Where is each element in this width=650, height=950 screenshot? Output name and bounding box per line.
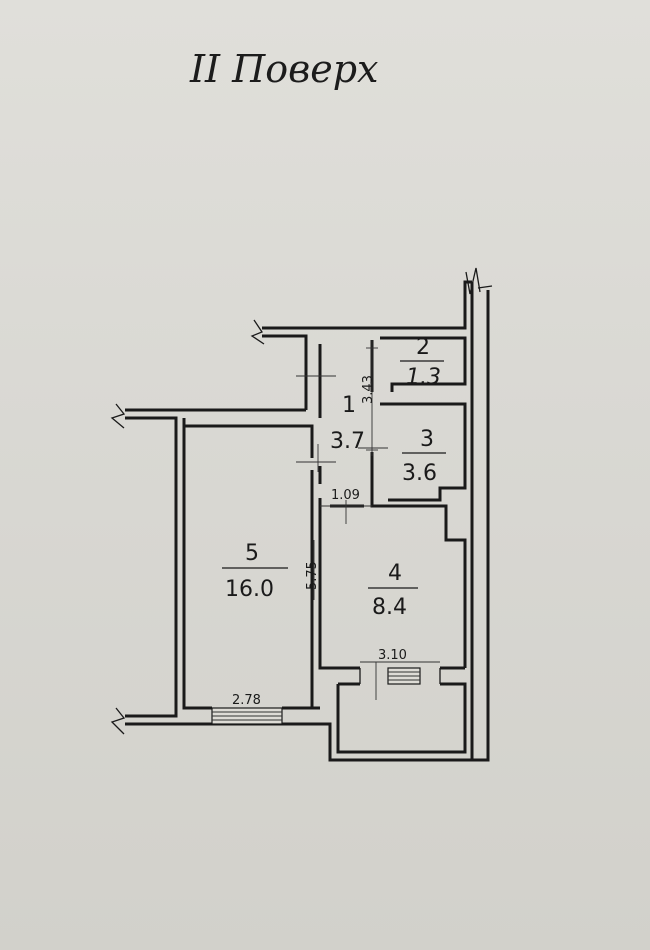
room3-room4-partition — [370, 452, 467, 668]
room4-left-wall — [318, 498, 360, 670]
wall-break-marks — [110, 267, 493, 735]
exterior-walls — [125, 280, 490, 762]
room5-top-wall — [184, 424, 314, 458]
balcony-door-jambs — [359, 668, 441, 684]
break-mark-top-left — [250, 319, 265, 345]
break-mark-top-right — [465, 267, 481, 295]
dimension-room1-height: 3.43 — [361, 375, 376, 404]
room2-walls — [380, 336, 467, 392]
break-mark-bottom-left — [110, 707, 126, 735]
room-4-area: 8.4 — [372, 595, 407, 620]
bottom-wall-outer — [125, 722, 472, 762]
break-mark-mid-left — [110, 403, 126, 429]
left-wall-inner — [182, 418, 212, 710]
room-3-area: 3.6 — [402, 461, 437, 486]
dimension-lines — [296, 340, 440, 700]
dimension-room4-window: 3.10 — [378, 648, 407, 663]
break-mark-top-right-tail — [477, 285, 493, 289]
room-2-area: 1.3 — [406, 365, 441, 390]
floor-title: II Поверх — [189, 47, 378, 91]
room-1-area: 3.7 — [330, 429, 365, 454]
room-1-number: 1 — [342, 393, 356, 418]
top-wall-inner-left — [262, 334, 308, 410]
interior-walls — [184, 336, 467, 754]
room-5-number: 5 — [245, 541, 259, 566]
dimension-corridor-width: 1.09 — [331, 488, 360, 503]
top-wall-outer — [262, 280, 472, 330]
room3-walls — [380, 402, 467, 502]
room-labels: 1 3.7 2 1.3 3 3.6 4 8.4 5 16.0 — [222, 335, 446, 620]
room-4-number: 4 — [388, 561, 402, 586]
left-wall-outer — [125, 416, 178, 718]
room-5-area: 16.0 — [225, 577, 274, 602]
right-wall — [470, 282, 490, 762]
room-2-number: 2 — [416, 335, 430, 360]
windows — [211, 667, 441, 725]
room-3-number: 3 — [420, 427, 434, 452]
balcony-outline — [336, 682, 467, 754]
dimension-room5-length: 5.75 — [305, 561, 320, 590]
dimension-labels: 3.43 1.09 5.75 2.78 3.10 — [232, 375, 407, 708]
dimension-room5-window: 2.78 — [232, 693, 261, 708]
